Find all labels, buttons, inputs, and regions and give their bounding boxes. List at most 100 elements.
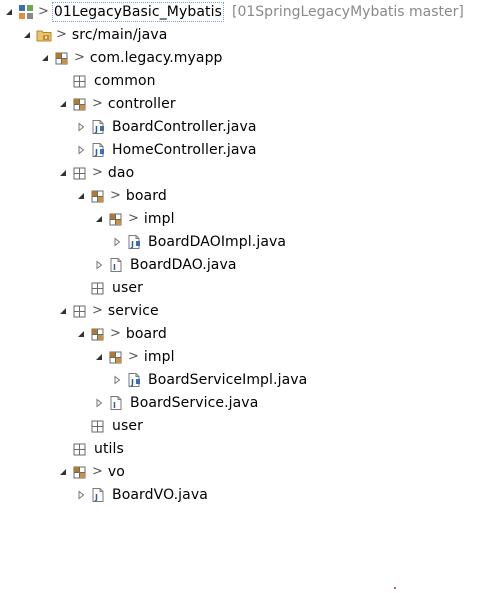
package-node-dao[interactable]: > dao	[56, 161, 134, 184]
expand-toggle-icon[interactable]	[38, 46, 52, 69]
package-decorated-icon	[72, 464, 88, 480]
git-dirty-marker: >	[128, 211, 139, 226]
file-node-boardcontroller[interactable]: J BoardController.java	[74, 115, 257, 138]
java-class-icon: J	[126, 372, 142, 388]
expand-toggle-icon[interactable]	[74, 322, 88, 345]
tree-node-label: BoardDAO.java	[130, 256, 237, 273]
tree-node-label: common	[94, 72, 156, 89]
package-icon	[72, 73, 88, 89]
git-dirty-marker: >	[74, 50, 85, 65]
tree-node-label: user	[112, 417, 143, 434]
java-interface-icon: I	[108, 395, 124, 411]
git-dirty-marker: >	[38, 4, 49, 19]
java-class-icon: J	[90, 119, 106, 135]
tree-node-label: impl	[143, 348, 175, 365]
tree-node-label: board	[125, 325, 167, 342]
collapse-toggle-icon[interactable]	[74, 115, 88, 138]
source-folder-icon	[36, 27, 52, 43]
git-dirty-marker: >	[92, 303, 103, 318]
repository-branch-label: [01SpringLegacyMybatis master]	[232, 3, 464, 20]
svg-text:J: J	[130, 240, 134, 249]
expand-toggle-icon[interactable]	[92, 345, 106, 368]
expand-toggle-icon[interactable]	[56, 460, 70, 483]
package-node-vo[interactable]: > vo	[56, 460, 125, 483]
git-dirty-marker: >	[128, 349, 139, 364]
collapse-toggle-icon[interactable]	[92, 253, 106, 276]
file-node-boardvo[interactable]: J BoardVO.java	[74, 483, 208, 506]
source-folder-node[interactable]: > src/main/java	[20, 23, 167, 46]
package-node-root[interactable]: > com.legacy.myapp	[38, 46, 223, 69]
package-node-dao-user[interactable]: user	[74, 276, 143, 299]
package-node-dao-board[interactable]: > board	[74, 184, 167, 207]
expand-toggle-icon[interactable]	[74, 184, 88, 207]
package-decorated-icon	[108, 211, 124, 227]
file-node-boardserviceimpl[interactable]: J BoardServiceImpl.java	[110, 368, 307, 391]
collapse-toggle-icon[interactable]	[110, 230, 124, 253]
tree-node-label: dao	[107, 164, 135, 181]
package-node-service[interactable]: >service	[56, 299, 159, 322]
expand-toggle-icon[interactable]	[92, 207, 106, 230]
package-icon	[72, 441, 88, 457]
tree-node-label: BoardDAOImpl.java	[148, 233, 287, 250]
git-dirty-marker: >	[110, 188, 121, 203]
file-node-boarddao[interactable]: I BoardDAO.java	[92, 253, 237, 276]
java-class-icon: J	[126, 234, 142, 250]
package-node-service-board-impl[interactable]: > impl	[92, 345, 175, 368]
package-decorated-icon	[72, 96, 88, 112]
package-node-common[interactable]: common	[56, 69, 156, 92]
svg-text:J: J	[94, 125, 98, 134]
git-dirty-marker: >	[56, 27, 67, 42]
project-node[interactable]: >01LegacyBasic_Mybatis[01SpringLegacyMyb…	[2, 0, 464, 23]
tree-node-label: controller	[107, 95, 176, 112]
svg-text:J: J	[94, 148, 98, 157]
tree-node-label: com.legacy.myapp	[89, 49, 223, 66]
tree-node-label: user	[112, 279, 143, 296]
collapse-toggle-icon[interactable]	[74, 138, 88, 161]
java-interface-icon: I	[108, 257, 124, 273]
package-node-controller[interactable]: >controller	[56, 92, 176, 115]
tree-node-label: impl	[143, 210, 175, 227]
file-node-boarddaoimpl[interactable]: J BoardDAOImpl.java	[110, 230, 286, 253]
package-icon	[72, 165, 88, 181]
package-icon	[90, 280, 106, 296]
svg-text:J: J	[130, 378, 134, 387]
collapse-toggle-icon[interactable]	[110, 368, 124, 391]
collapse-toggle-icon[interactable]	[74, 483, 88, 506]
tree-node-label: board	[125, 187, 167, 204]
package-icon	[90, 418, 106, 434]
stray-pixel-mark	[394, 587, 396, 589]
expand-toggle-icon[interactable]	[56, 299, 70, 322]
tree-node-label: BoardServiceImpl.java	[148, 371, 308, 388]
tree-node-label: vo	[107, 463, 125, 480]
tree-node-label: BoardVO.java	[112, 486, 208, 503]
expand-toggle-icon[interactable]	[20, 23, 34, 46]
no-toggle	[74, 414, 88, 437]
git-dirty-marker: >	[92, 464, 103, 479]
no-toggle	[56, 437, 70, 460]
expand-toggle-icon[interactable]	[2, 0, 16, 23]
package-decorated-icon	[54, 50, 70, 66]
svg-text:I: I	[113, 263, 116, 272]
package-node-dao-board-impl[interactable]: > impl	[92, 207, 175, 230]
git-dirty-marker: >	[92, 165, 103, 180]
package-node-service-board[interactable]: >board	[74, 322, 167, 345]
expand-toggle-icon[interactable]	[56, 92, 70, 115]
package-icon	[72, 303, 88, 319]
file-node-homecontroller[interactable]: J HomeController.java	[74, 138, 257, 161]
java-file-icon: J	[90, 487, 106, 503]
collapse-toggle-icon[interactable]	[92, 391, 106, 414]
java-class-icon: J	[90, 142, 106, 158]
tree-node-label: src/main/java	[71, 26, 168, 43]
project-icon	[18, 4, 34, 20]
tree-node-label: utils	[94, 440, 124, 457]
no-toggle	[56, 69, 70, 92]
package-decorated-icon	[108, 349, 124, 365]
package-node-service-user[interactable]: user	[74, 414, 143, 437]
tree-node-label: HomeController.java	[112, 141, 257, 158]
package-node-utils[interactable]: utils	[56, 437, 124, 460]
package-decorated-icon	[90, 188, 106, 204]
tree-node-label: BoardController.java	[112, 118, 257, 135]
expand-toggle-icon[interactable]	[56, 161, 70, 184]
